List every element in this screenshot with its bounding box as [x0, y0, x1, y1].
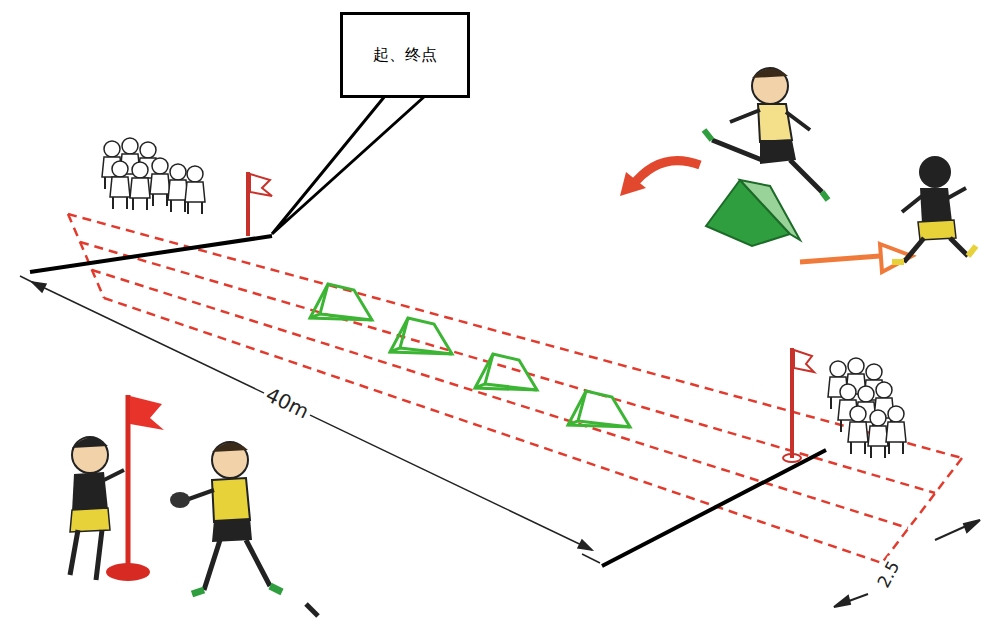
jump-scene — [620, 68, 976, 272]
dimension-label: 40m — [260, 382, 315, 424]
callout-text: 起、终点 — [373, 45, 437, 66]
relay-scene — [70, 395, 318, 616]
callout-box: 起、终点 — [340, 12, 470, 98]
